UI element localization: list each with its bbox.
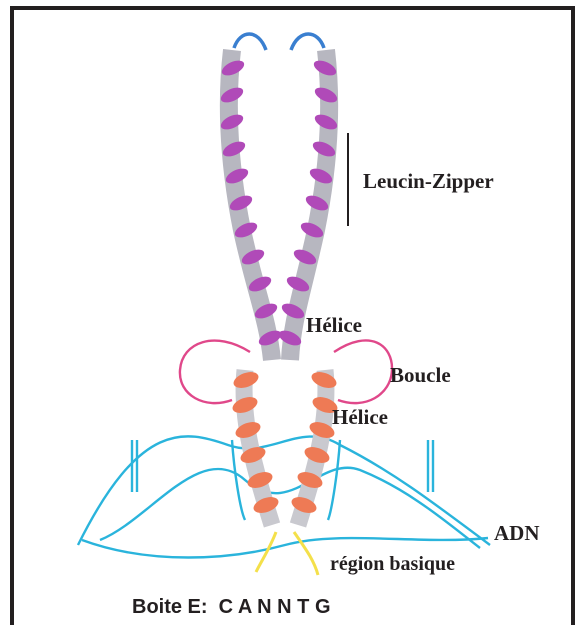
basic-region-helices: [230, 369, 339, 525]
helice-bottom-label: Hélice: [332, 405, 388, 429]
boite-e-caption: Boite E: C A N N T G: [132, 596, 331, 618]
basic-region-tails: [256, 532, 318, 575]
helice-top-label: Hélice: [306, 313, 362, 337]
boucle-label: Boucle: [390, 363, 451, 387]
region-basique-label: région basique: [330, 553, 455, 575]
dna-strands: [78, 436, 490, 557]
adn-label: ADN: [494, 521, 540, 545]
helix-top-turns: [234, 34, 324, 50]
leucin-zipper-label: Leucin-Zipper: [363, 169, 494, 193]
left-zipper-helix: [219, 50, 284, 360]
